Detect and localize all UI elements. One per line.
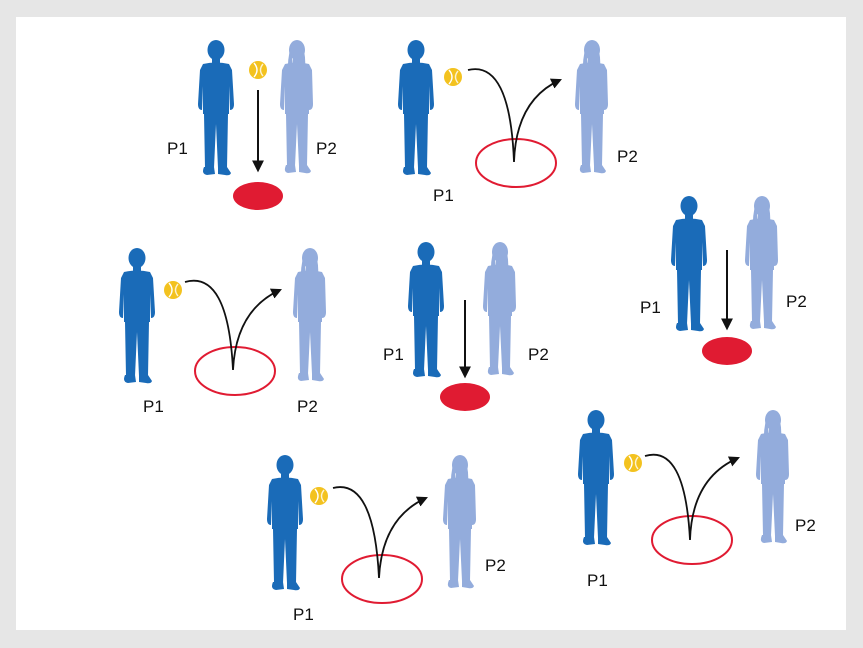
label-p1: P1	[587, 571, 608, 590]
player-one-figure-icon	[198, 40, 234, 176]
label-p1: P1	[167, 139, 188, 158]
label-p2: P2	[795, 516, 816, 535]
label-p2: P2	[528, 345, 549, 364]
target-spot-filled	[233, 182, 283, 210]
player-two-figure-icon	[745, 196, 778, 330]
player-one-figure-icon	[578, 410, 614, 546]
player-one-figure-icon	[267, 455, 303, 591]
tennis-ball-icon	[163, 280, 183, 300]
arrow-icon	[644, 453, 740, 541]
tennis-ball-icon	[623, 453, 643, 473]
scene-bounce-3: P1 P2	[119, 248, 326, 416]
label-p1: P1	[640, 298, 661, 317]
arrow-icon	[332, 486, 428, 579]
label-p2: P2	[617, 147, 638, 166]
scene-bounce-7: P1 P2	[578, 410, 816, 590]
label-p1: P1	[143, 397, 164, 416]
target-spot-filled	[702, 337, 752, 365]
label-p1: P1	[293, 605, 314, 624]
tennis-ball-icon	[309, 486, 329, 506]
scene-drop-1: P1 P2	[167, 40, 337, 210]
label-p2: P2	[485, 556, 506, 575]
label-p1: P1	[433, 186, 454, 205]
label-p2: P2	[297, 397, 318, 416]
target-spot-filled	[440, 383, 490, 411]
label-p2: P2	[786, 292, 807, 311]
player-one-figure-icon	[408, 242, 444, 378]
scene-bounce-6: P1 P2	[267, 455, 506, 624]
player-two-figure-icon	[575, 40, 608, 174]
player-two-figure-icon	[443, 455, 476, 589]
tennis-ball-icon	[443, 67, 463, 87]
player-two-figure-icon	[293, 248, 326, 382]
target-ring	[194, 346, 276, 396]
scene-drop-4: P1 P2	[383, 242, 549, 411]
target-ring	[341, 554, 423, 604]
player-one-figure-icon	[671, 196, 707, 332]
arrow-icon	[467, 68, 562, 163]
arrow-icon	[184, 279, 282, 371]
player-two-figure-icon	[280, 40, 313, 174]
player-two-figure-icon	[756, 410, 789, 544]
player-one-figure-icon	[119, 248, 155, 384]
scene-drop-5: P1 P2	[640, 196, 807, 365]
player-one-figure-icon	[398, 40, 434, 176]
label-p2: P2	[316, 139, 337, 158]
tennis-ball-icon	[248, 60, 268, 80]
player-two-figure-icon	[483, 242, 516, 376]
label-p1: P1	[383, 345, 404, 364]
scene-bounce-2: P1 P2	[398, 40, 638, 205]
